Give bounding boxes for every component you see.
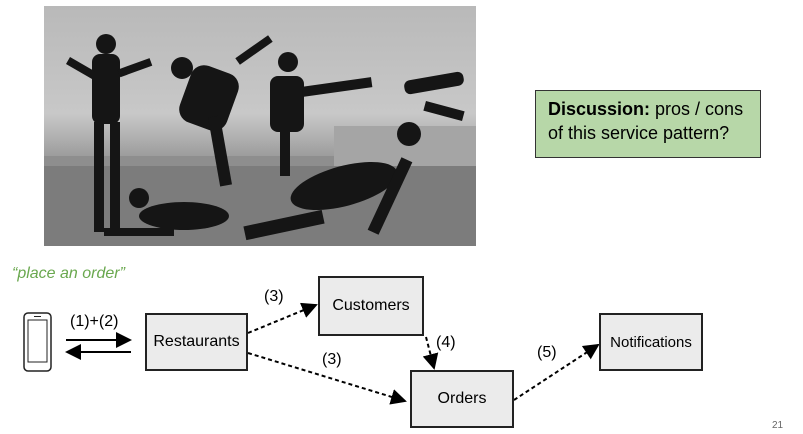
notifications-box: Notifications [599, 313, 703, 371]
discussion-line-1-rest: pros / cons [650, 99, 744, 119]
arrow-restaurants-customers [247, 302, 318, 334]
discussion-box: Discussion: pros / cons of this service … [535, 90, 761, 158]
label-5: (5) [537, 344, 557, 361]
arrow-orders-notifications [513, 343, 600, 401]
customers-box: Customers [318, 276, 424, 336]
orders-box: Orders [410, 370, 514, 428]
label-3-orders: (3) [322, 351, 342, 368]
arrow-restaurants-orders [247, 352, 407, 405]
discussion-line-1: Discussion: pros / cons [548, 97, 748, 121]
discussion-line-2: of this service pattern? [548, 123, 730, 143]
dancers-photo [44, 6, 476, 246]
place-order-quote: “place an order” [12, 265, 125, 282]
restaurants-box: Restaurants [145, 313, 248, 371]
phone-icon [23, 312, 52, 372]
label-4: (4) [436, 334, 456, 351]
label-1-2: (1)+(2) [70, 313, 119, 330]
page-number: 21 [772, 420, 784, 431]
label-3-customers: (3) [264, 288, 284, 305]
discussion-bold: Discussion: [548, 99, 651, 119]
arrow-customers-orders [422, 336, 439, 370]
